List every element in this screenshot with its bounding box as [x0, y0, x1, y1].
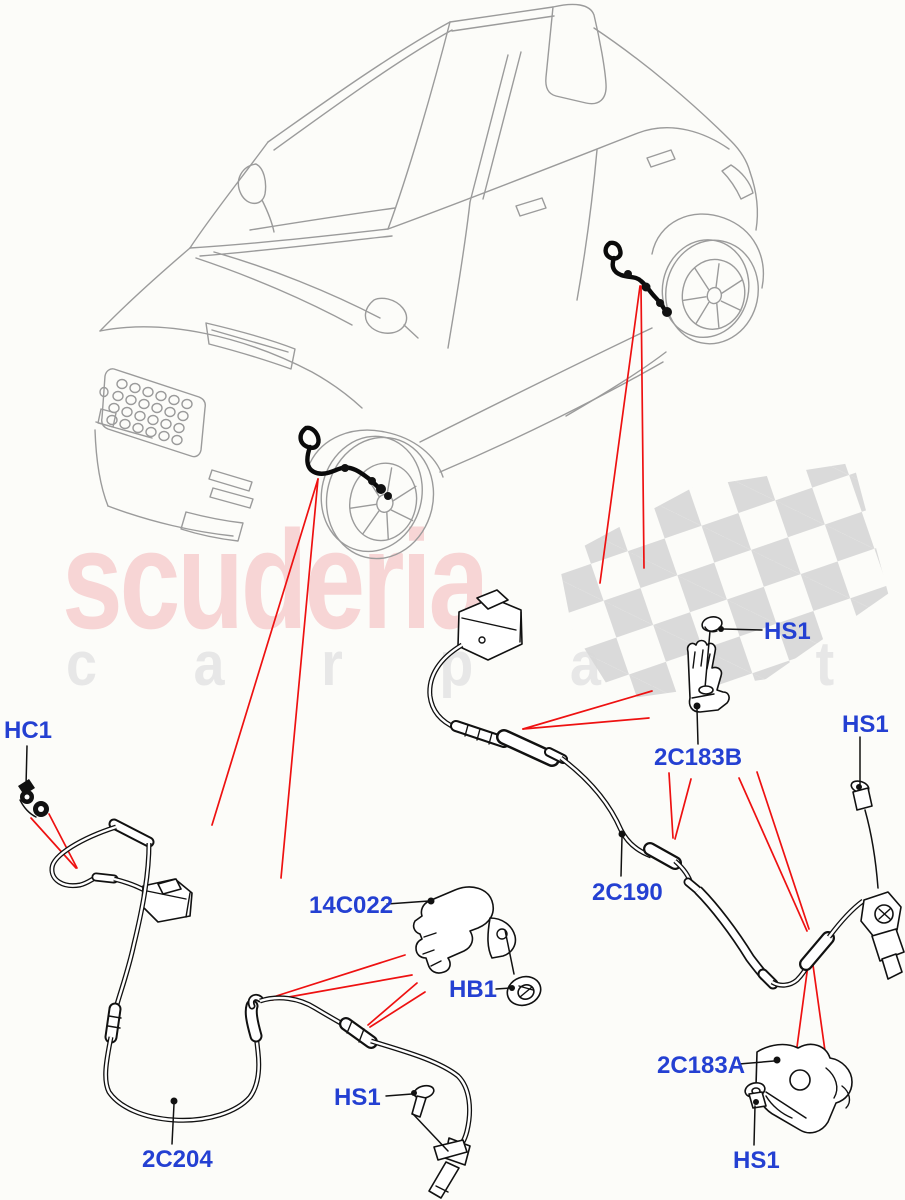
hs1-front-screw-part	[411, 1084, 435, 1118]
front-sensor-connector	[141, 878, 193, 923]
rear-bracket-2c183a-part	[744, 1043, 853, 1134]
front-abs-cable-on-vehicle	[298, 425, 392, 500]
hc1-clip-part	[18, 779, 49, 818]
rear-wheel-speed-sensor-part	[427, 589, 905, 990]
label-hc1: HC1	[4, 717, 52, 744]
red-leader-lines	[30, 285, 826, 1052]
part-number-labels: HC1 14C022 HB1 HS1 2C204 2C190 2C183B HS…	[4, 618, 889, 1174]
black-leader-lines	[25, 628, 861, 1146]
label-2c183b: 2C183B	[654, 744, 742, 771]
rear-sensor-connector	[457, 589, 523, 661]
abs-bracket-14c022-part	[412, 886, 542, 1007]
hb1-bolt-part	[506, 975, 542, 1007]
grille-mesh	[106, 378, 193, 446]
rear-abs-cable-on-vehicle	[603, 240, 672, 317]
label-hs1-bracket: HS1	[764, 618, 811, 645]
label-hs1-front: HS1	[334, 1084, 381, 1111]
label-hb1: HB1	[449, 976, 497, 1003]
label-hs1-sensor: HS1	[842, 711, 889, 738]
label-2c204: 2C204	[142, 1146, 213, 1173]
label-hs1-rear-lower: HS1	[733, 1147, 780, 1174]
front-wheel-speed-sensor-part	[18, 779, 473, 1199]
vehicle-line-drawing	[94, 3, 764, 560]
hs1-rear-lower-bolt-part	[744, 1081, 767, 1109]
rear-sensor-head	[860, 891, 905, 980]
label-14c022: 14C022	[309, 892, 393, 919]
hs1-bracket-screw-part	[698, 616, 724, 695]
label-2c183a: 2C183A	[657, 1052, 745, 1079]
rear-bracket-2c183b-part	[686, 616, 730, 713]
rear-wheel	[661, 239, 759, 345]
watermark-brand-text: scuderia	[62, 501, 489, 658]
front-wheel	[320, 435, 435, 560]
front-sensor-head	[428, 1137, 471, 1199]
label-2c190: 2C190	[592, 879, 663, 906]
hs1-sensor-pin-part	[850, 780, 873, 811]
